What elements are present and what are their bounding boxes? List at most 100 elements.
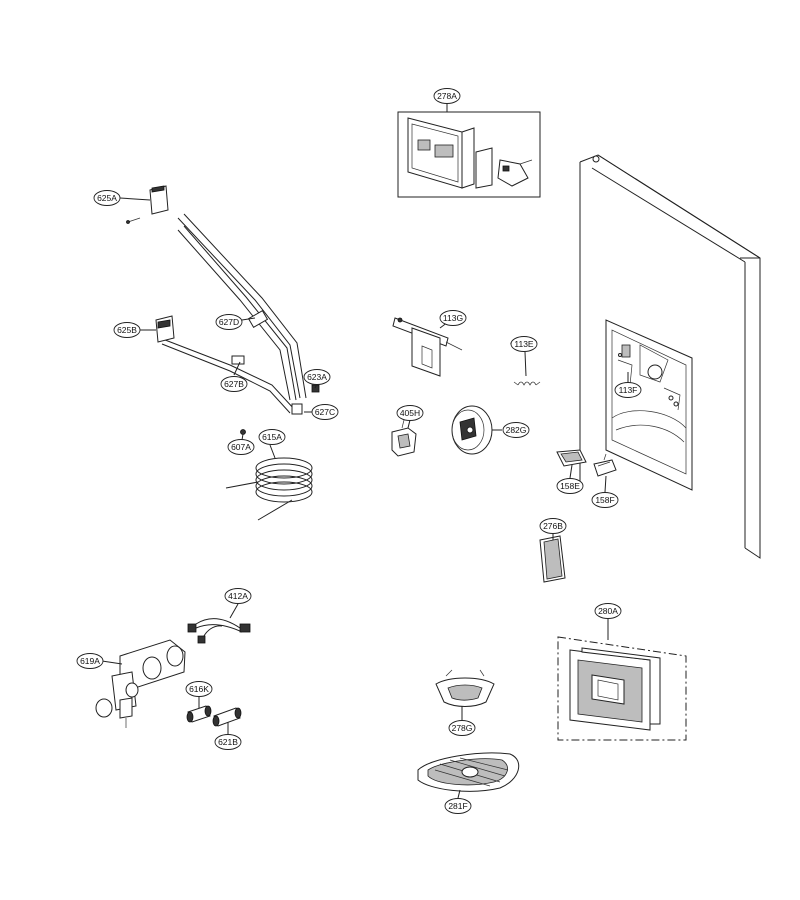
label-bubble — [215, 314, 243, 330]
part-label-627d: 627D — [215, 314, 243, 330]
dispenser-cover-assembly — [397, 111, 541, 198]
button-158E — [556, 449, 587, 467]
small-fittings — [240, 384, 320, 435]
label-bubble — [258, 429, 286, 445]
part-label-113e: 113E — [510, 336, 538, 352]
part-label-281f: 281F — [444, 798, 472, 814]
part-label-625a: 625A — [93, 190, 121, 206]
label-bubble — [539, 518, 567, 534]
part-label-276b: 276B — [539, 518, 567, 534]
label-text: 405H — [400, 408, 420, 418]
label-bubble — [591, 492, 619, 508]
label-bubble — [556, 478, 584, 494]
leader-607A — [241, 433, 244, 441]
part-label-158e: 158E — [556, 478, 584, 494]
label-bubble — [303, 369, 331, 385]
leader-627B — [233, 361, 241, 376]
leader-113E — [524, 351, 527, 377]
part-label-280a: 280A — [594, 603, 622, 619]
leader-158F — [604, 475, 607, 493]
part-label-158f: 158F — [591, 492, 619, 508]
label-text: 412A — [228, 591, 248, 601]
label-bubble — [594, 603, 622, 619]
label-bubble — [510, 336, 538, 352]
label-text: 625B — [117, 325, 137, 335]
fitting-616K — [186, 705, 212, 723]
leader-625A — [119, 197, 151, 201]
part-label-607a: 607A — [227, 439, 255, 455]
label-bubble — [502, 422, 530, 438]
label-text: 158F — [595, 495, 614, 505]
part-labels: 278A 625A 625B 627D 627B 623A 627C 607A 615A 113G… — [76, 88, 642, 814]
fitting-621B — [212, 707, 242, 727]
bracket-625B — [155, 315, 175, 343]
label-text: 615A — [262, 432, 282, 442]
display-assembly-280A — [557, 636, 687, 741]
label-text: 623A — [307, 372, 327, 382]
water-tube-assembly — [159, 213, 307, 415]
wire-harness-412A — [187, 618, 251, 644]
leader-615A — [269, 444, 276, 459]
label-text: 616K — [189, 684, 209, 694]
leader-281F — [457, 789, 461, 799]
label-text: 280A — [598, 606, 618, 616]
label-bubble — [433, 88, 461, 104]
part-label-412a: 412A — [224, 588, 252, 604]
part-label-627b: 627B — [220, 376, 248, 392]
label-bubble — [93, 190, 121, 206]
label-text: 113G — [443, 313, 463, 323]
label-text: 278A — [437, 91, 457, 101]
leader-412A — [229, 603, 239, 619]
label-bubble — [444, 798, 472, 814]
label-bubble — [185, 681, 213, 697]
label-text: 619A — [80, 656, 100, 666]
label-text: 113F — [619, 385, 638, 395]
label-text: 158E — [560, 481, 580, 491]
label-bubble — [614, 382, 642, 398]
bracket-625A — [126, 185, 169, 224]
label-bubble — [224, 588, 252, 604]
label-text: 627C — [315, 407, 335, 417]
part-label-615a: 615A — [258, 429, 286, 445]
switch-405H — [391, 419, 417, 457]
label-text: 282G — [506, 425, 527, 435]
leader-405H — [407, 419, 411, 429]
part-label-625b: 625B — [113, 322, 141, 338]
part-label-282g: 282G — [502, 422, 530, 438]
part-label-278a: 278A — [433, 88, 461, 104]
label-bubble — [220, 376, 248, 392]
label-bubble — [396, 405, 424, 421]
label-bubble — [214, 734, 242, 750]
label-text: 627B — [224, 379, 244, 389]
label-text: 113E — [514, 339, 534, 349]
part-label-623a: 623A — [303, 369, 331, 385]
part-label-278g: 278G — [448, 720, 476, 736]
dispenser-recess-drawing — [605, 319, 693, 491]
part-label-616k: 616K — [185, 681, 213, 697]
water-valve-619A — [95, 639, 186, 728]
label-bubble — [311, 404, 339, 420]
leader-627D — [241, 317, 256, 321]
label-bubble — [448, 720, 476, 736]
label-bubble — [439, 310, 467, 326]
label-text: 621B — [218, 737, 238, 747]
label-text: 276B — [543, 521, 563, 531]
pad-276B — [539, 535, 566, 583]
part-label-627c: 627C — [311, 404, 339, 420]
label-text: 607A — [231, 442, 251, 452]
label-text: 625A — [97, 193, 117, 203]
drip-tray-281F — [417, 752, 520, 792]
lever-113G — [392, 317, 463, 377]
label-bubble — [113, 322, 141, 338]
part-label-619a: 619A — [76, 653, 104, 669]
funnel-278G — [435, 669, 495, 707]
label-bubble — [76, 653, 104, 669]
label-bubble — [227, 439, 255, 455]
refrigerator-door-drawing — [579, 154, 761, 559]
leader-619A — [101, 660, 123, 665]
part-label-621b: 621B — [214, 734, 242, 750]
leader-158E — [569, 464, 573, 479]
cover-282G — [451, 405, 493, 455]
label-text: 281F — [448, 801, 467, 811]
